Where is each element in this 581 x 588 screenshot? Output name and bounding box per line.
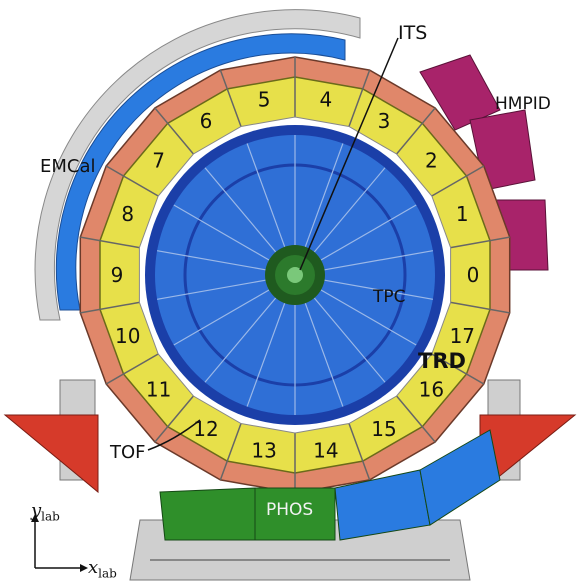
sector-number-17: 17 xyxy=(450,324,475,348)
tpc-spoke xyxy=(320,204,417,261)
tpc-spoke xyxy=(324,250,434,271)
sector-divider xyxy=(348,423,371,481)
hmpid-label: HMPID xyxy=(495,94,551,114)
sector-divider xyxy=(396,107,436,155)
sector-divider xyxy=(450,236,510,249)
sector-number-9: 9 xyxy=(111,263,124,287)
its-center xyxy=(287,267,303,283)
sector-number-4: 4 xyxy=(320,88,333,112)
sector-divider xyxy=(219,423,242,481)
tof-pointer xyxy=(147,419,201,451)
sector-divider xyxy=(450,301,510,314)
y-axis-symbol: y xyxy=(31,500,42,521)
tpc-spoke xyxy=(324,279,434,300)
x-axis-symbol: x xyxy=(88,557,99,578)
its-label: ITS xyxy=(398,22,428,44)
tpc-spoke xyxy=(204,167,277,253)
tpc-spokes xyxy=(156,135,434,415)
tpc-spoke xyxy=(304,302,344,407)
sector-dividers xyxy=(80,57,510,493)
sector-number-10: 10 xyxy=(115,324,140,348)
trd-label: TRD xyxy=(418,349,466,373)
tof-label: TOF xyxy=(110,442,146,463)
sector-divider xyxy=(80,236,140,249)
sector-number-11: 11 xyxy=(146,377,171,401)
tpc-label: TPC xyxy=(373,287,406,307)
sector-divider xyxy=(431,353,485,385)
support-left xyxy=(3,414,99,494)
sector-number-8: 8 xyxy=(121,202,134,226)
y-axis-subscript: lab xyxy=(41,509,60,524)
its-pointer xyxy=(299,37,399,271)
tpc-spoke xyxy=(304,143,344,248)
tpc-spoke xyxy=(313,297,386,383)
emcal-arc xyxy=(34,9,361,321)
sector-number-14: 14 xyxy=(313,438,338,462)
x-axis-subscript: lab xyxy=(98,566,117,581)
x-axis-label: xlab xyxy=(88,557,117,581)
phos-modules xyxy=(159,429,501,541)
sector-divider xyxy=(105,353,159,385)
tpc-spoke xyxy=(156,250,266,271)
sector-number-3: 3 xyxy=(378,109,391,133)
sector-number-12: 12 xyxy=(193,417,218,441)
tpc-spoke xyxy=(246,143,286,248)
coordinate-axes xyxy=(31,514,88,572)
sector-number-1: 1 xyxy=(456,202,469,226)
tpc-spoke xyxy=(156,279,266,300)
tpc-spoke xyxy=(204,297,277,383)
sector-number-2: 2 xyxy=(425,149,438,173)
sector-divider xyxy=(431,165,485,197)
sector-divider xyxy=(80,301,140,314)
sector-divider xyxy=(105,165,159,197)
sector-number-16: 16 xyxy=(419,377,444,401)
sector-number-6: 6 xyxy=(200,109,213,133)
sector-divider xyxy=(154,395,194,443)
sector-divider xyxy=(348,69,371,127)
hmpid-modules xyxy=(419,54,549,271)
tpc-spoke xyxy=(173,289,270,346)
sector-divider xyxy=(154,107,194,155)
tpc-spoke xyxy=(320,289,417,346)
tpc-spoke xyxy=(173,204,270,261)
sector-number-0: 0 xyxy=(467,263,480,287)
sector-divider xyxy=(219,69,242,127)
tpc-spoke xyxy=(313,167,386,253)
sector-divider xyxy=(396,395,436,443)
y-axis-label: ylab xyxy=(31,500,60,524)
sector-number-13: 13 xyxy=(251,438,276,462)
tpc-spoke xyxy=(246,302,286,407)
phos-label: PHOS xyxy=(266,500,314,520)
sector-number-15: 15 xyxy=(371,417,396,441)
sector-number-5: 5 xyxy=(258,88,271,112)
sector-number-7: 7 xyxy=(152,149,165,173)
emcal-label: EMCal xyxy=(40,156,96,177)
